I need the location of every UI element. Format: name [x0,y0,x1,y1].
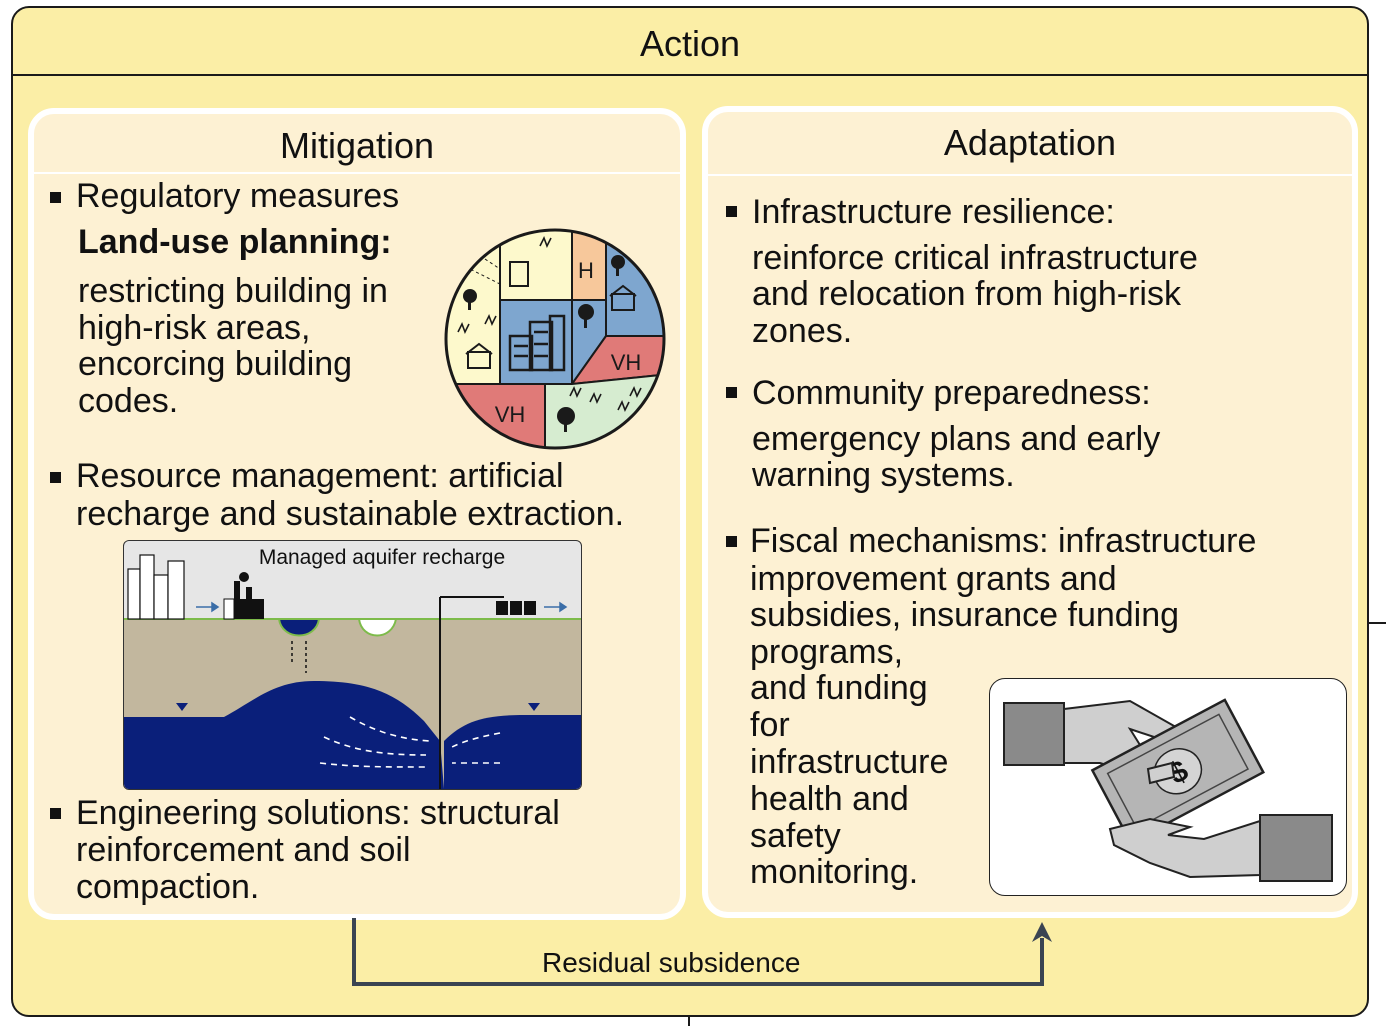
bullet-resource [50,472,61,483]
zone-blue-right [605,230,664,337]
fiscal-line-5: and funding [750,669,928,707]
community-line-1: emergency plans and early [752,420,1161,458]
houses-icon [496,601,536,615]
fiscal-line-9: safety [750,817,841,855]
edge-tick-bottom [688,1017,690,1026]
aquifer-figure: Managed aquifer recharge [123,540,582,790]
community-line-2: warning systems. [752,456,1015,494]
connector-left-vertical [352,918,356,986]
land-use-heading: Land-use planning: [78,223,392,261]
connector-right-vertical [1040,938,1044,986]
fiscal-line-1: Fiscal mechanisms: infrastructure [750,522,1257,560]
money-hands-icon: $ [1003,698,1333,882]
bullet-community [726,387,737,398]
regulatory-line-4: codes. [78,382,179,420]
tree-icon [463,255,625,432]
fiscal-line-10: monitoring. [750,853,919,891]
zone-label-vh-bottom: VH [495,402,526,427]
factory-icon [228,572,264,619]
aquifer-diagram: Managed aquifer recharge [124,546,581,789]
fiscal-line-4: programs, [750,633,904,671]
water-table-icon [176,703,540,711]
bullet-regulatory [50,192,61,203]
regulatory-line-3: encorcing building [78,345,353,383]
community-heading: Community preparedness: [752,374,1151,412]
aquifer-title: Managed aquifer recharge [259,546,505,569]
bullet-fiscal [726,536,737,547]
infrastructure-line-1: reinforce critical infrastructure [752,239,1198,277]
house-icon [465,261,637,369]
mitigation-title: Mitigation [34,114,680,174]
infrastructure-line-2: and relocation from high-risk [752,275,1181,313]
arrow-up-icon [1032,922,1052,942]
bullet-infrastructure [726,206,737,217]
funding-illustration: $ [989,678,1347,896]
infiltration-arrow-icon [291,641,307,673]
regulatory-line-1: restricting building in [78,272,388,310]
adaptation-title: Adaptation [708,112,1352,176]
building-icon [508,314,566,372]
infrastructure-line-3: zones. [752,312,853,350]
fiscal-line-6: for [750,706,790,744]
edge-tick-right [1369,622,1386,624]
zone-label-vh-right: VH [611,350,642,375]
bullet-engineering [50,808,61,819]
regulatory-heading: Regulatory measures [76,177,400,215]
zone-vh-right [569,335,664,386]
fiscal-line-3: subsidies, insurance funding [750,596,1180,634]
resource-line-1: Resource management: artificial [76,457,564,495]
resource-line-2: recharge and sustainable extraction. [76,495,625,533]
fiscal-line-8: health and [750,780,909,818]
connector-bottom [352,982,1044,986]
regulatory-line-2: high-risk areas, [78,309,311,347]
engineering-line-3: compaction. [76,868,260,906]
flow-line-icon [319,716,501,768]
grass-icon [457,236,642,412]
flow-arrow-icon [196,601,568,613]
fiscal-line-7: infrastructure [750,743,949,781]
infrastructure-heading: Infrastructure resilience: [752,193,1115,231]
residual-subsidence-label: Residual subsidence [542,947,801,978]
fiscal-line-2: improvement grants and [750,560,1117,598]
land-use-zoning-map: H VH VH [444,228,666,450]
engineering-line-2: reinforcement and soil [76,831,411,869]
zone-label-h: H [578,258,594,283]
city-icon [127,554,185,620]
action-title: Action [11,6,1369,76]
engineering-line-1: Engineering solutions: structural [76,794,560,832]
